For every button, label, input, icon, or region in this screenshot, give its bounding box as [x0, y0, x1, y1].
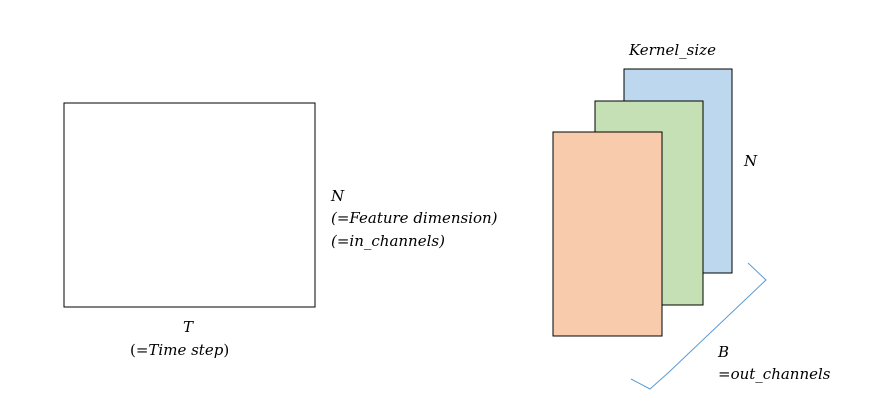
in-channels-caption: (=in_channels)	[331, 232, 445, 250]
time-step-label: T	[182, 318, 193, 336]
out-channels-count-label: B	[718, 343, 730, 361]
kernel-size-label: Kernel_size	[629, 41, 716, 59]
kernel-height-label: N	[744, 152, 758, 170]
out-channels-brace	[630, 262, 767, 390]
feature-dim-label: N	[331, 187, 345, 205]
time-step-caption-open: (=	[130, 341, 149, 359]
kernel-front	[552, 131, 663, 337]
time-step-caption-text: Time step	[148, 341, 224, 359]
time-step-caption-close: )	[223, 341, 230, 359]
feature-dim-caption: (=Feature dimension)	[331, 209, 498, 227]
out-channels-caption: =out_channels	[718, 365, 831, 383]
time-step-caption: (=Time step)	[130, 340, 229, 360]
input-matrix	[63, 102, 316, 308]
